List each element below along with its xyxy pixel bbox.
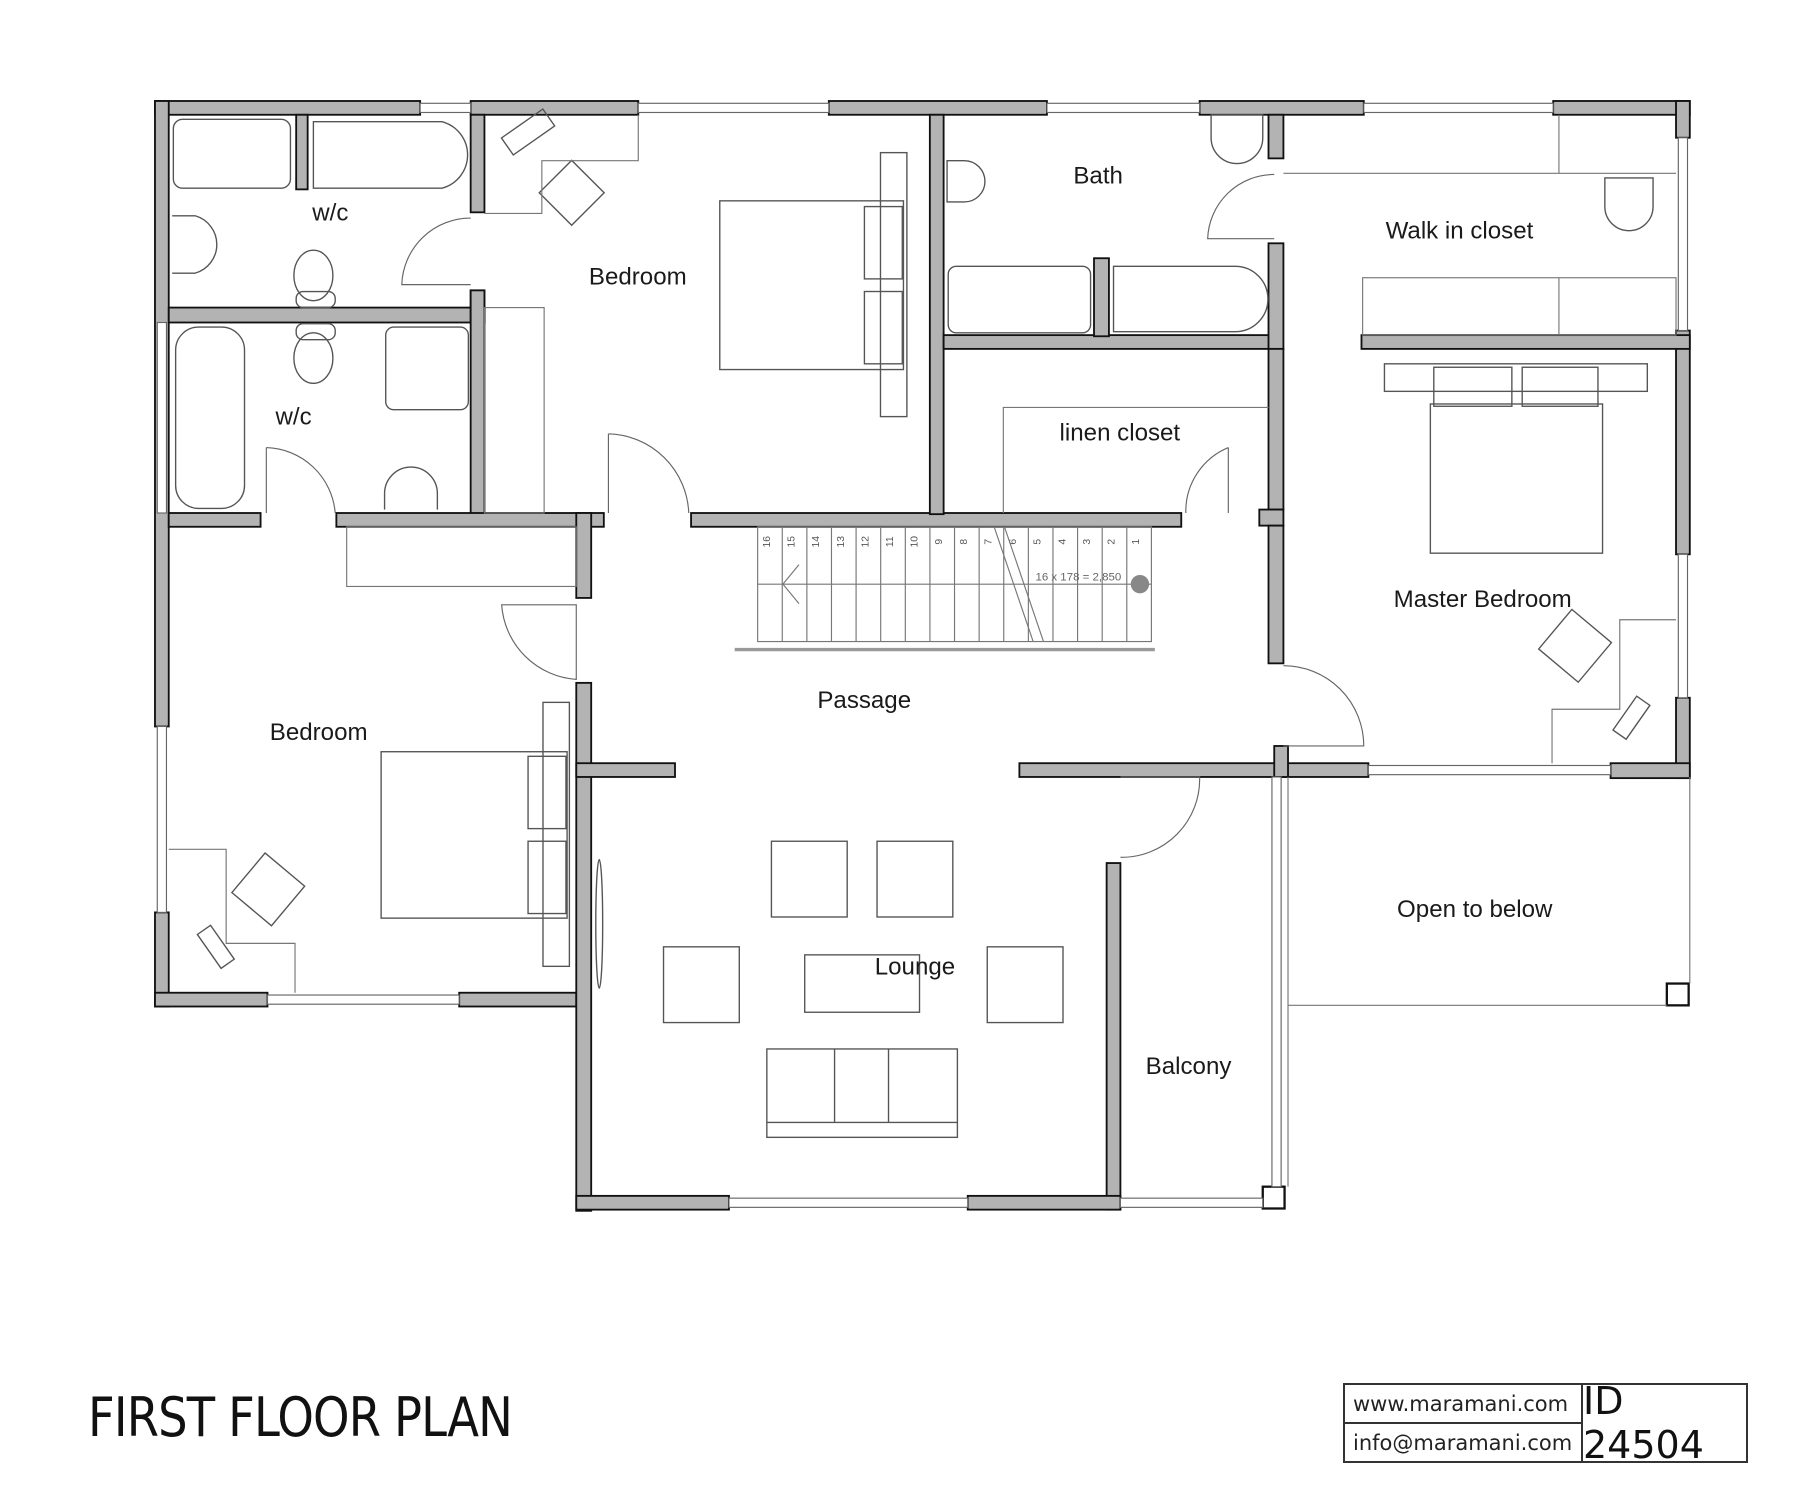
stair-step-number: 12 <box>860 536 871 548</box>
plan-title: FIRST FLOOR PLAN <box>88 1386 513 1449</box>
stair-step-number: 3 <box>1082 539 1093 545</box>
room-labels: w/c w/c Bedroom Bath Walk in closet line… <box>270 163 1572 1081</box>
label-bedroom-top: Bedroom <box>589 264 687 291</box>
stair-step-number: 10 <box>910 536 921 548</box>
label-balcony: Balcony <box>1146 1053 1232 1080</box>
stair-dimension: 16 x 178 = 2,850 <box>1035 572 1121 584</box>
stair-step-number: 9 <box>934 539 945 545</box>
label-open-to-below: Open to below <box>1397 896 1553 923</box>
stair-step-number: 13 <box>836 536 847 548</box>
label-linen-closet: linen closet <box>1060 420 1181 447</box>
label-wc-bottom: w/c <box>275 404 312 431</box>
footer-info-box: www.maramani.com info@maramani.com ID 24… <box>1343 1379 1748 1467</box>
stair-step-number: 2 <box>1106 539 1117 545</box>
staircase: 16 15 14 13 12 11 10 9 8 7 6 5 4 3 2 1 16 x 178 = 2,850 <box>734 526 1155 652</box>
stair-step-number: 4 <box>1057 539 1068 545</box>
footer-email: info@maramani.com <box>1345 1422 1581 1461</box>
footer-plan-id: ID 24504 <box>1583 1379 1704 1467</box>
stair-step-number: 7 <box>983 539 994 545</box>
stair-step-number: 16 <box>762 536 773 548</box>
stair-start-marker <box>1130 574 1150 594</box>
stair-step-number: 5 <box>1033 539 1044 545</box>
stair-step-number: 1 <box>1131 539 1142 545</box>
label-wc-top: w/c <box>311 199 348 226</box>
footer-contact: www.maramani.com info@maramani.com <box>1345 1385 1583 1461</box>
stair-step-number: 11 <box>885 536 896 547</box>
stair-step-number: 14 <box>811 536 822 548</box>
label-bath: Bath <box>1073 163 1123 190</box>
stair-step-number: 15 <box>787 536 798 548</box>
footer-website: www.maramani.com <box>1353 1391 1569 1416</box>
label-walk-in-closet: Walk in closet <box>1386 218 1534 245</box>
label-passage: Passage <box>817 687 911 714</box>
windows <box>156 102 1691 1208</box>
label-bedroom-left: Bedroom <box>270 719 368 746</box>
fixtures <box>168 108 1677 1139</box>
stair-step-number: 8 <box>959 539 970 545</box>
stair-step-number: 6 <box>1008 539 1019 545</box>
label-lounge: Lounge <box>875 953 955 980</box>
walls <box>154 100 1691 1212</box>
label-master-bedroom: Master Bedroom <box>1394 586 1572 613</box>
doors <box>265 173 1365 858</box>
